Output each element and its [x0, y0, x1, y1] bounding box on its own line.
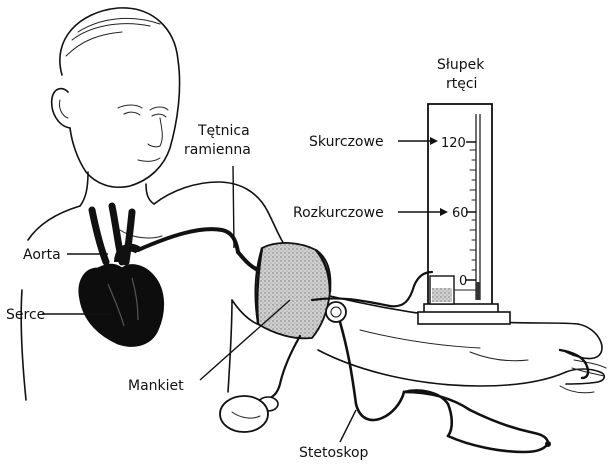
label-systolic: Skurczowe — [309, 134, 384, 150]
leader-cuff — [200, 300, 290, 380]
person-head — [52, 8, 180, 187]
mercury-column: 120 60 0 — [418, 104, 510, 324]
cuff — [255, 243, 330, 338]
label-mercury-column-line2: rtęci — [446, 76, 477, 92]
label-mercury-column-line1: Słupek — [437, 57, 485, 73]
tick-label-60: 60 — [452, 206, 469, 221]
leader-brachial — [233, 166, 234, 248]
label-brachial-artery-line2: ramienna — [184, 142, 251, 158]
label-aorta: Aorta — [23, 247, 61, 263]
heart — [79, 264, 164, 346]
label-heart: Serce — [6, 307, 45, 323]
label-diastolic: Rozkurczowe — [293, 205, 384, 221]
tick-label-120: 120 — [441, 136, 466, 151]
heart-and-aorta — [79, 206, 238, 346]
tick-label-0: 0 — [459, 274, 467, 289]
leader-stethoscope — [340, 410, 356, 442]
label-brachial-artery-line1: Tętnica — [197, 123, 250, 139]
label-stethoscope: Stetoskop — [299, 445, 369, 461]
label-cuff: Mankiet — [128, 378, 184, 394]
inflation-bulb — [220, 336, 300, 432]
